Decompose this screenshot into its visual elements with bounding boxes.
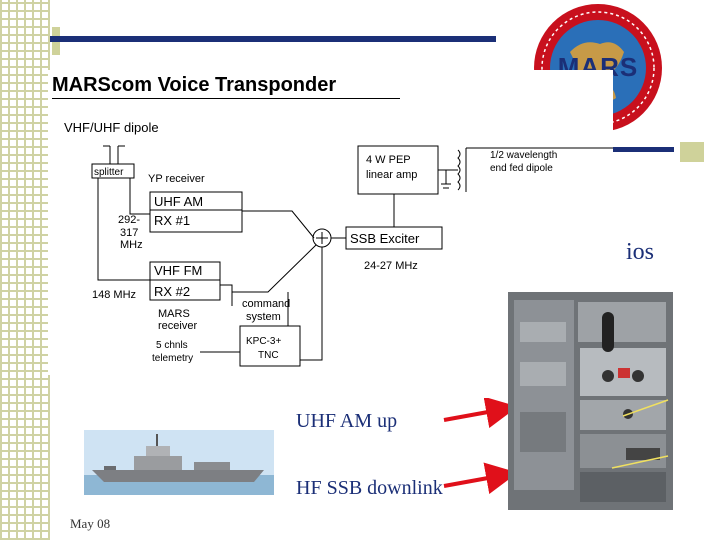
uhf-freq-label-2: 317 <box>120 227 138 239</box>
uhf-freq-label-1: 292- <box>118 214 140 226</box>
telemetry-label-2: telemetry <box>152 353 193 364</box>
telemetry-label-1: 5 chnls <box>156 340 188 351</box>
radio-rack-photo <box>508 292 673 510</box>
diagram-title: MARScom Voice Transponder <box>52 74 337 96</box>
right-khaki-block <box>680 142 704 162</box>
splitter-label: splitter <box>94 167 124 178</box>
diagram-title-underline <box>52 98 400 99</box>
uhf-rx-label-2: RX #1 <box>154 213 190 228</box>
red-arrows <box>443 398 518 495</box>
decorative-stripe-bar <box>0 0 50 540</box>
right-rule <box>612 147 674 152</box>
hf-dipole-label-1: 1/2 wavelength <box>490 150 557 161</box>
ship-image <box>84 430 274 495</box>
hf-dipole-label-2: end fed dipole <box>490 163 553 174</box>
tnc-label-1: KPC-3+ <box>246 336 281 347</box>
tnc-label-2: TNC <box>258 350 279 361</box>
uhf-arrow <box>443 398 518 429</box>
slide-heading-fragment: ios <box>626 239 655 265</box>
hf-downlink-label: HF SSB downlink <box>296 477 443 499</box>
vhf-freq-label: 148 MHz <box>92 289 136 301</box>
vhf-rx-label-1: VHF FM <box>154 263 202 278</box>
mars-rx-label-1: MARS <box>158 308 190 320</box>
vhf-rx-label-2: RX #2 <box>154 284 190 299</box>
mars-rx-label-2: receiver <box>158 320 197 332</box>
amp-label-1: 4 W PEP <box>366 154 411 166</box>
command-label-1: command <box>242 298 290 310</box>
exciter-freq-label: 24-27 MHz <box>364 260 418 272</box>
amp-label-2: linear amp <box>366 169 417 181</box>
yp-receiver-label: YP receiver <box>148 173 205 185</box>
block-diagram-svg: VHF/UHF dipole splitter YP receiver UHF … <box>64 120 613 367</box>
title-rule <box>50 36 496 42</box>
dipole-label: VHF/UHF dipole <box>64 120 159 135</box>
uhf-rx-label-1: UHF AM <box>154 194 203 209</box>
command-label-2: system <box>246 311 281 323</box>
uhf-freq-label-3: MHz <box>120 239 143 251</box>
hf-arrow <box>443 462 518 495</box>
exciter-label: SSB Exciter <box>350 231 420 246</box>
footer-date: May 08 <box>70 516 111 531</box>
uhf-up-label: UHF AM up <box>296 410 398 432</box>
